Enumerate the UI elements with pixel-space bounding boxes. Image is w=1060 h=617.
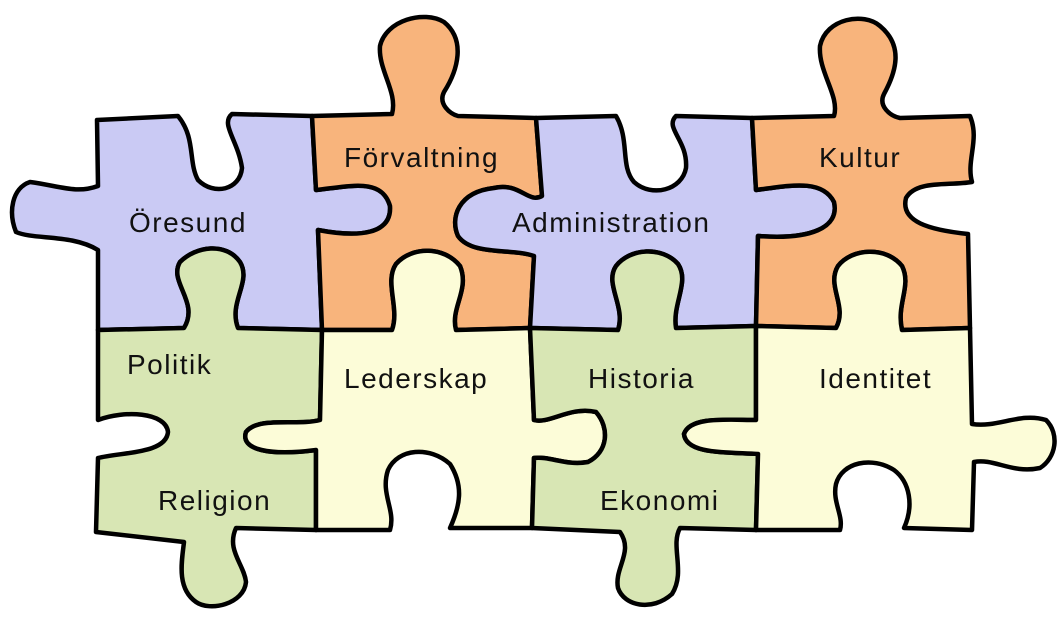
puzzle-piece-historia-ekonomi [527, 249, 761, 608]
puzzle-piece-kultur [749, 16, 976, 333]
label-kultur: Kultur [819, 142, 901, 173]
puzzle-piece-identitet [681, 249, 1057, 533]
label-identitet: Identitet [819, 363, 932, 394]
label-lederskap: Lederskap [344, 363, 488, 394]
label-oresund: Öresund [129, 207, 247, 238]
label-politik: Politik [127, 349, 212, 380]
label-historia: Historia [588, 363, 695, 394]
historia-ekonomi-piece-shape [527, 249, 761, 608]
label-religion: Religion [158, 485, 271, 516]
identitet-piece-shape [681, 249, 1057, 533]
label-ekonomi: Ekonomi [600, 485, 719, 516]
label-forvaltning: Förvaltning [344, 142, 499, 173]
kultur-piece-shape [749, 16, 976, 333]
label-administration: Administration [512, 207, 710, 238]
